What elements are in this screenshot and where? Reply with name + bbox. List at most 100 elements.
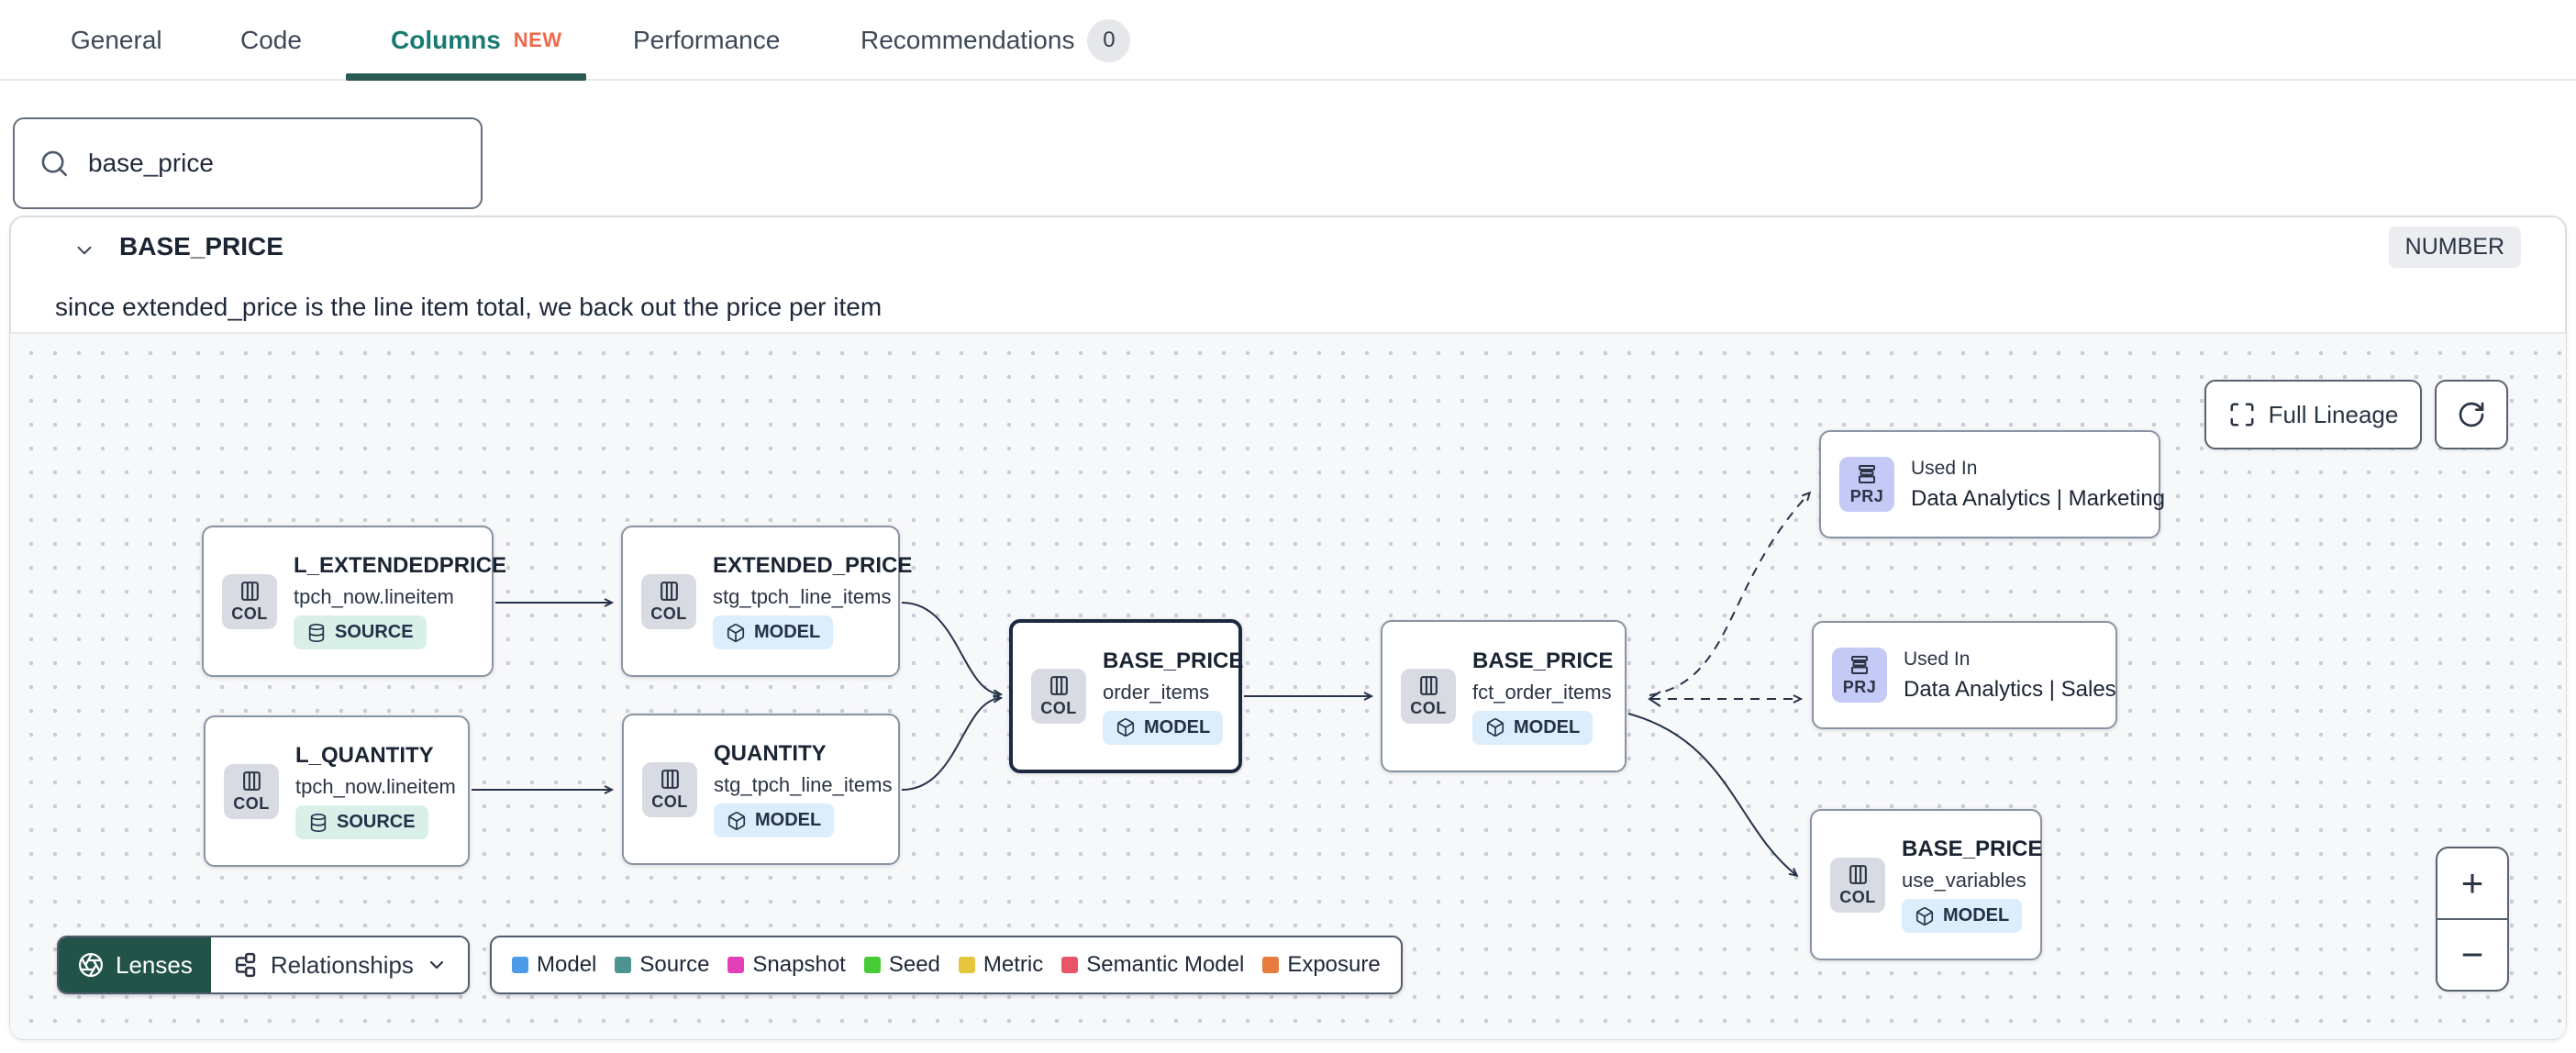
- active-tab-underline: [346, 73, 586, 81]
- expand-icon: [2230, 403, 2254, 427]
- zoom-out-button[interactable]: −: [2460, 933, 2484, 977]
- lineage-node-extended-price[interactable]: COL EXTENDED_PRICE stg_tpch_line_items M…: [621, 526, 912, 677]
- tab-recommendations-label: Recommendations: [861, 26, 1075, 54]
- project-kind-badge: PRJ: [1839, 457, 1894, 512]
- legend-swatch: [615, 957, 632, 973]
- node-subtitle: order_items: [1103, 680, 1210, 704]
- project-title: Data Analytics | Sales: [1904, 676, 2116, 702]
- node-subtitle: use_variables: [1902, 869, 2026, 892]
- node-title: BASE_PRICE: [1103, 648, 1244, 673]
- lineage-node-base-price-use-variables[interactable]: COL BASE_PRICE use_variables MODEL: [1810, 809, 2042, 960]
- zoom-in-button[interactable]: +: [2460, 860, 2484, 904]
- legend-item-seed: Seed: [863, 952, 940, 978]
- full-lineage-label: Full Lineage: [2268, 400, 2399, 428]
- tab-columns[interactable]: Columns NEW: [391, 0, 562, 81]
- node-title: BASE_PRICE: [1472, 648, 1614, 673]
- lineage-node-used-in-marketing[interactable]: PRJ Used In Data Analytics | Marketing: [1819, 430, 2165, 538]
- resource-type-pill: SOURCE: [295, 805, 428, 839]
- search-icon: [41, 150, 68, 177]
- node-subtitle: stg_tpch_line_items: [713, 585, 892, 608]
- lineage-node-quantity[interactable]: COL QUANTITY stg_tpch_line_items MODEL: [622, 714, 900, 865]
- node-title: QUANTITY: [714, 741, 827, 766]
- legend-item-model: Model: [512, 952, 596, 978]
- cube-icon: [1486, 718, 1505, 737]
- lineage-node-l-quantity[interactable]: COL L_QUANTITY tpch_now.lineitem SOURCE: [204, 715, 470, 867]
- cube-icon: [1915, 906, 1934, 926]
- legend-items: Model Source Snapshot Seed Metric Semantic Mo…: [512, 952, 1381, 978]
- lenses-button[interactable]: Lenses: [59, 937, 211, 992]
- lineage-node-l-extendedprice[interactable]: COL L_EXTENDEDPRICE tpch_now.lineitem SO…: [202, 526, 506, 677]
- node-subtitle: fct_order_items: [1472, 680, 1612, 704]
- tab-general[interactable]: General: [71, 0, 162, 81]
- column-kind-badge: COL: [222, 573, 277, 629]
- new-badge: NEW: [513, 28, 562, 51]
- search-input[interactable]: [88, 149, 457, 178]
- full-lineage-button[interactable]: Full Lineage: [2204, 380, 2422, 449]
- node-text: L_EXTENDEDPRICE tpch_now.lineitem SOURCE: [294, 553, 506, 649]
- legend-swatch: [1061, 957, 1079, 973]
- kind-label: COL: [651, 792, 688, 811]
- column-kind-badge: COL: [224, 763, 279, 819]
- resource-type-label: MODEL: [1943, 905, 2010, 926]
- legend-item-metric: Metric: [958, 952, 1043, 978]
- kind-label: PRJ: [1849, 486, 1884, 505]
- refresh-button[interactable]: [2435, 380, 2508, 449]
- database-icon: [308, 623, 325, 642]
- node-text: Used In Data Analytics | Marketing: [1911, 458, 2165, 512]
- column-kind-badge: COL: [641, 573, 696, 629]
- legend-label: Semantic Model: [1086, 952, 1245, 977]
- kind-label: COL: [1410, 699, 1447, 717]
- relationships-dropdown[interactable]: Relationships: [210, 937, 468, 992]
- columns-icon: [1419, 676, 1438, 695]
- resource-type-pill: MODEL: [1103, 710, 1224, 745]
- cube-icon: [727, 811, 746, 830]
- tab-code-label: Code: [240, 26, 302, 54]
- kind-label: COL: [1040, 699, 1077, 717]
- columns-icon: [661, 769, 679, 789]
- lineage-canvas[interactable]: [10, 332, 2566, 1039]
- chevron-down-icon: [429, 960, 444, 970]
- legend-item-source: Source: [615, 952, 709, 978]
- column-detail-header: BASE_PRICE NUMBER: [11, 217, 2565, 283]
- lineage-node-used-in-sales[interactable]: PRJ Used In Data Analytics | Sales: [1812, 621, 2117, 729]
- used-in-label: Used In: [1904, 648, 1971, 670]
- column-search: [13, 117, 483, 209]
- columns-icon: [242, 770, 261, 791]
- legend-swatch: [958, 957, 975, 973]
- node-subtitle: tpch_now.lineitem: [295, 775, 456, 798]
- kind-label: COL: [231, 604, 268, 623]
- node-text: BASE_PRICE use_variables MODEL: [1902, 837, 2042, 933]
- archive-icon: [1859, 464, 1875, 483]
- tab-code[interactable]: Code: [240, 0, 302, 81]
- node-text: QUANTITY stg_tpch_line_items MODEL: [714, 741, 892, 837]
- resource-type-pill: MODEL: [713, 615, 834, 649]
- tab-performance-label: Performance: [633, 26, 781, 54]
- legend-item-exposure: Exposure: [1262, 952, 1381, 978]
- recommendations-count-badge: 0: [1087, 18, 1131, 62]
- tab-bar: General Code Columns NEW Performance Rec…: [0, 0, 2576, 81]
- column-kind-badge: COL: [1830, 857, 1885, 913]
- refresh-icon: [2459, 402, 2484, 427]
- node-subtitle: stg_tpch_line_items: [714, 773, 893, 796]
- column-description: since extended_price is the line item to…: [55, 293, 883, 321]
- lineage-node-base-price-order-items[interactable]: COL BASE_PRICE order_items MODEL: [1009, 619, 1244, 773]
- relationships-icon: [235, 952, 256, 978]
- chevron-down-icon[interactable]: [68, 234, 101, 267]
- resource-type-label: MODEL: [1514, 716, 1581, 737]
- cube-icon: [727, 623, 745, 642]
- column-kind-badge: COL: [1031, 669, 1086, 724]
- used-in-label: Used In: [1911, 457, 1978, 479]
- legend-label: Seed: [888, 952, 940, 977]
- node-title: EXTENDED_PRICE: [713, 553, 913, 578]
- lineage-node-base-price-fct-order-items[interactable]: COL BASE_PRICE fct_order_items MODEL: [1381, 620, 1627, 772]
- legend-label: Model: [537, 952, 597, 977]
- column-kind-badge: COL: [642, 761, 697, 817]
- legend-item-snapshot: Snapshot: [727, 952, 846, 978]
- resource-type-pill: MODEL: [1902, 899, 2023, 933]
- resource-type-pill: MODEL: [714, 804, 835, 837]
- tab-performance[interactable]: Performance: [633, 0, 780, 81]
- zoom-divider: [2437, 917, 2507, 921]
- zoom-controls: + −: [2436, 847, 2509, 992]
- tab-recommendations[interactable]: Recommendations 0: [861, 0, 1131, 81]
- node-title: L_QUANTITY: [295, 743, 434, 768]
